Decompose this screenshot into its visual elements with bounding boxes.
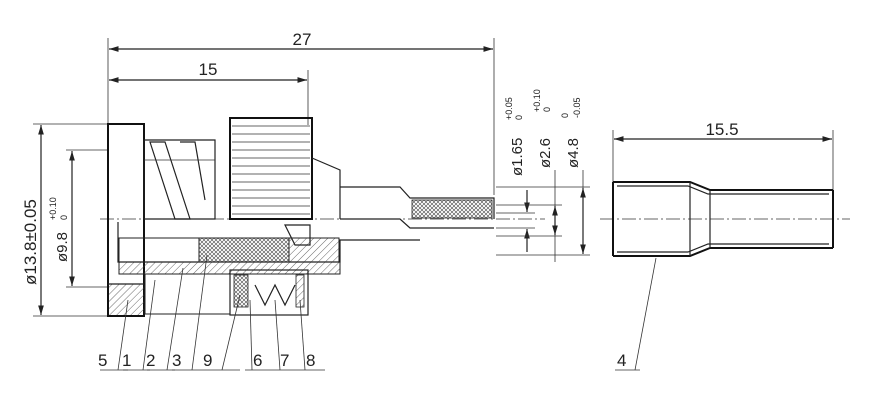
part-label-7: 7 xyxy=(280,351,289,370)
dim-inner-diameter: ø9.8 +0.10 0 xyxy=(48,149,108,288)
sleeve-diameter-tol-upper: 0 xyxy=(560,113,570,118)
part-label-5: 5 xyxy=(98,351,107,370)
dim-outer-diameter: ø13.8±0.05 xyxy=(21,123,112,317)
dim-sleeve-diameter: ø4.8 0 -0.05 xyxy=(496,97,590,256)
knurl-lines xyxy=(232,125,310,215)
outer-diameter-label: ø13.8±0.05 xyxy=(21,199,40,285)
part-label-9: 9 xyxy=(203,351,212,370)
inner-diameter-tol-upper: +0.10 xyxy=(48,197,58,220)
pin-diameter-tol-upper: +0.05 xyxy=(504,97,514,120)
part-number-labels: 5 1 2 3 9 6 7 8 4 xyxy=(98,351,626,370)
insulator-diameter-tol-lower: 0 xyxy=(542,107,552,112)
overall-length-label: 27 xyxy=(293,30,312,49)
ferrule-part-4 xyxy=(612,181,834,257)
part-label-4: 4 xyxy=(617,351,626,370)
sleeve-diameter-label: ø4.8 xyxy=(565,138,582,168)
part-label-2: 2 xyxy=(146,351,155,370)
dim-overall-length: 27 xyxy=(107,30,495,195)
connector-section xyxy=(117,222,420,316)
insulator-diameter-label: ø2.6 xyxy=(537,138,554,168)
pin-diameter-tol-lower: 0 xyxy=(514,115,524,120)
dim-body-length: 15 xyxy=(109,60,309,125)
part-label-3: 3 xyxy=(172,351,181,370)
leader-lines xyxy=(100,254,657,371)
inner-diameter-label: ø9.8 xyxy=(54,232,71,262)
part-label-1: 1 xyxy=(122,351,131,370)
ferrule-length-label: 15.5 xyxy=(705,120,738,139)
pin-diameter-label: ø1.65 xyxy=(509,138,526,176)
sleeve-diameter-tol-lower: -0.05 xyxy=(572,97,582,118)
body-length-label: 15 xyxy=(199,60,218,79)
inner-diameter-tol-lower: 0 xyxy=(59,215,69,220)
dim-ferrule-length: 15.5 xyxy=(612,120,834,190)
part-label-8: 8 xyxy=(306,351,315,370)
part-label-6: 6 xyxy=(253,351,262,370)
dim-pin-diameter: ø1.65 +0.05 0 xyxy=(496,97,535,252)
dim-insulator-diameter: ø2.6 +0.10 0 xyxy=(496,89,562,262)
insulator-diameter-tol-upper: +0.10 xyxy=(532,89,542,112)
